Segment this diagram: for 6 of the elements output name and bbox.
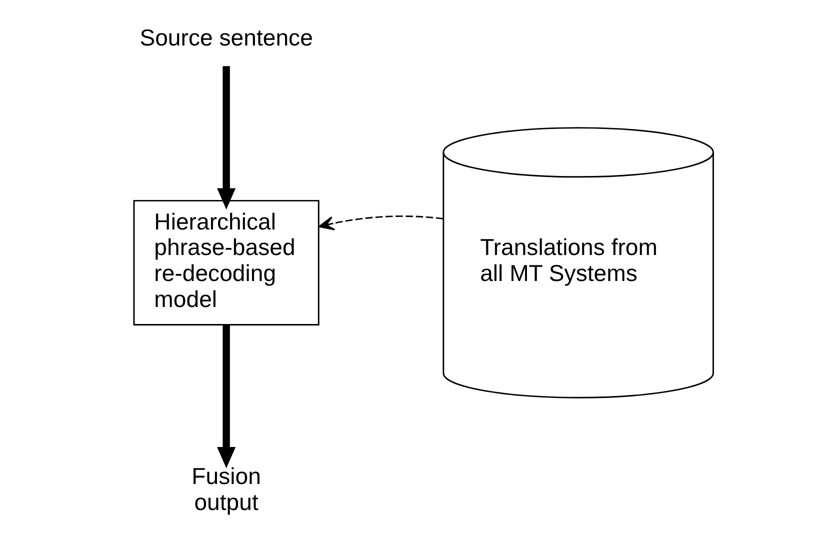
- arrow: [318, 216, 443, 230]
- node-box: Hierarchical phrase-based re-decoding model: [132, 200, 319, 326]
- arrow: [216, 325, 236, 468]
- node-text: Fusion output: [191, 462, 260, 515]
- arrow: [216, 66, 236, 210]
- node-text: Source sentence: [139, 24, 312, 50]
